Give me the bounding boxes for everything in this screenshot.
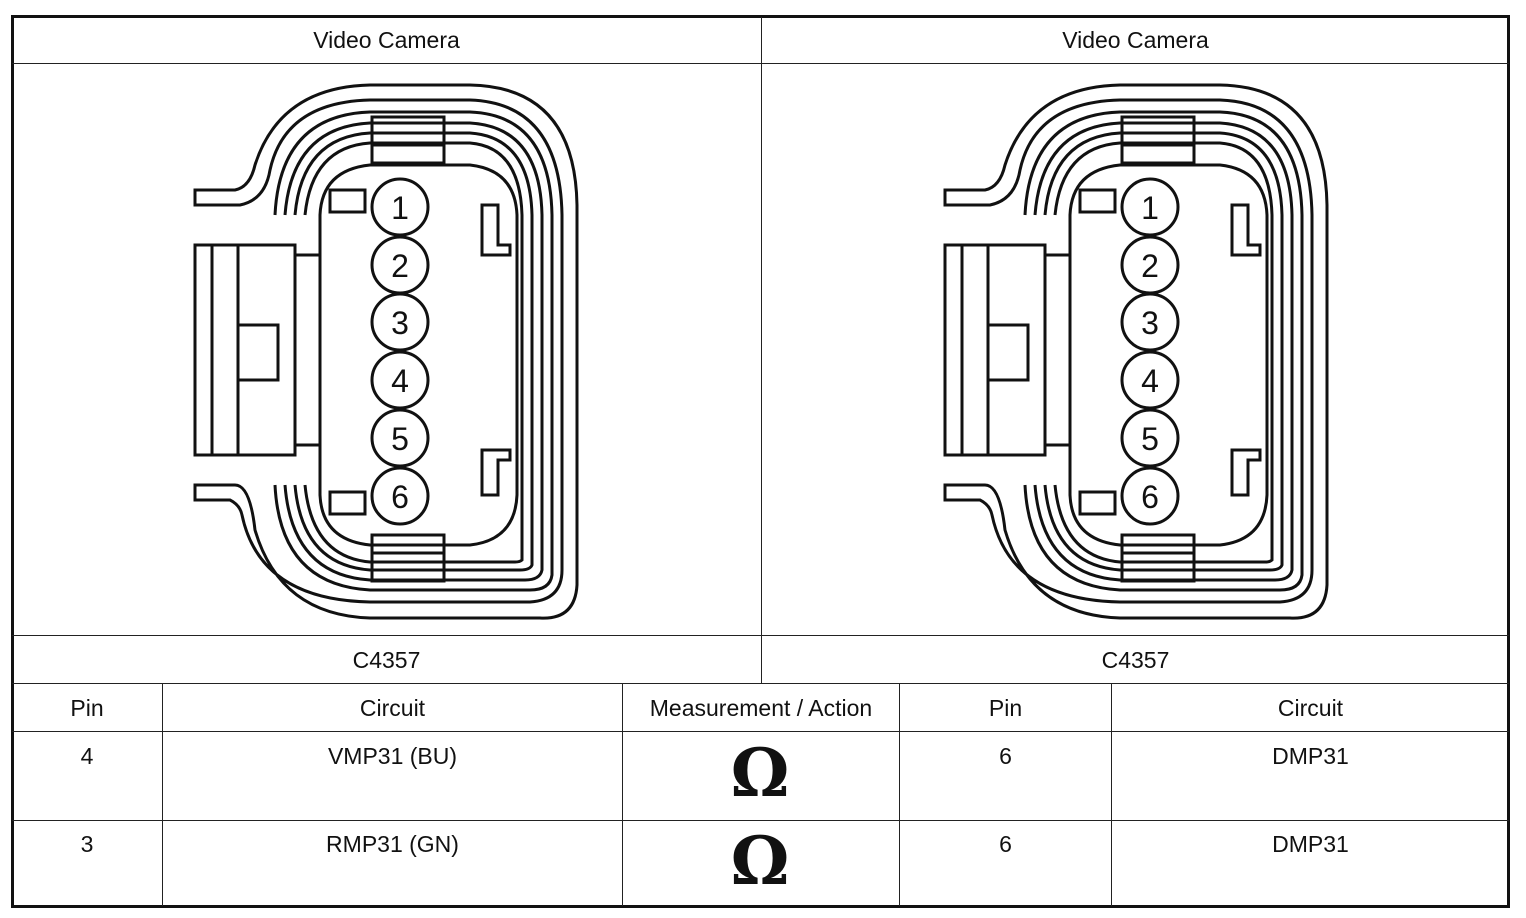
table-cell-circuit: DMP31 xyxy=(1272,743,1349,769)
table-header-measurement: Measurement / Action xyxy=(649,695,873,721)
table-cell-pin: 6 xyxy=(999,831,1012,857)
table-cell-circuit: DMP31 xyxy=(1272,831,1349,857)
table-header-circuit: Circuit xyxy=(1277,695,1344,721)
ohm-icon: Ω xyxy=(730,822,790,900)
table-header-pin: Pin xyxy=(988,695,1023,721)
ohm-icon: Ω xyxy=(730,734,790,812)
connector-id-right: C4357 xyxy=(1101,647,1170,673)
grid-line xyxy=(162,683,163,906)
grid-line xyxy=(622,683,623,906)
pin-label: 1 xyxy=(1141,190,1159,226)
diagram-frame xyxy=(11,15,1510,908)
grid-line xyxy=(12,635,1509,636)
grid-line xyxy=(12,731,1509,732)
pin-label: 1 xyxy=(391,190,409,226)
grid-line xyxy=(1111,683,1112,906)
connector-id-left: C4357 xyxy=(352,647,421,673)
pin-label: 3 xyxy=(1141,305,1159,341)
pin-label: 6 xyxy=(391,479,409,515)
pin-label: 4 xyxy=(1141,363,1159,399)
table-cell-circuit: RMP31 (GN) xyxy=(326,831,459,857)
connector-face-right: 1 2 3 4 5 6 xyxy=(930,75,1330,625)
grid-line xyxy=(12,683,1509,684)
table-header-pin: Pin xyxy=(70,695,104,721)
pin-label: 3 xyxy=(391,305,409,341)
connector-title-left: Video Camera xyxy=(313,27,460,53)
grid-line xyxy=(761,17,762,683)
connector-face-left: 1 2 3 4 5 6 xyxy=(180,75,580,625)
table-cell-circuit: VMP31 (BU) xyxy=(327,743,458,769)
connector-title-right: Video Camera xyxy=(1062,27,1209,53)
pin-label: 4 xyxy=(391,363,409,399)
table-header-circuit: Circuit xyxy=(359,695,426,721)
pin-label: 2 xyxy=(391,248,409,284)
grid-line xyxy=(899,683,900,906)
pin-label: 5 xyxy=(1141,421,1159,457)
grid-line xyxy=(12,820,1509,821)
pin-label: 6 xyxy=(1141,479,1159,515)
table-cell-pin: 3 xyxy=(80,831,94,857)
table-cell-pin: 6 xyxy=(999,743,1012,769)
pin-label: 2 xyxy=(1141,248,1159,284)
table-cell-pin: 4 xyxy=(80,743,94,769)
grid-line xyxy=(12,63,1509,64)
pin-label: 5 xyxy=(391,421,409,457)
